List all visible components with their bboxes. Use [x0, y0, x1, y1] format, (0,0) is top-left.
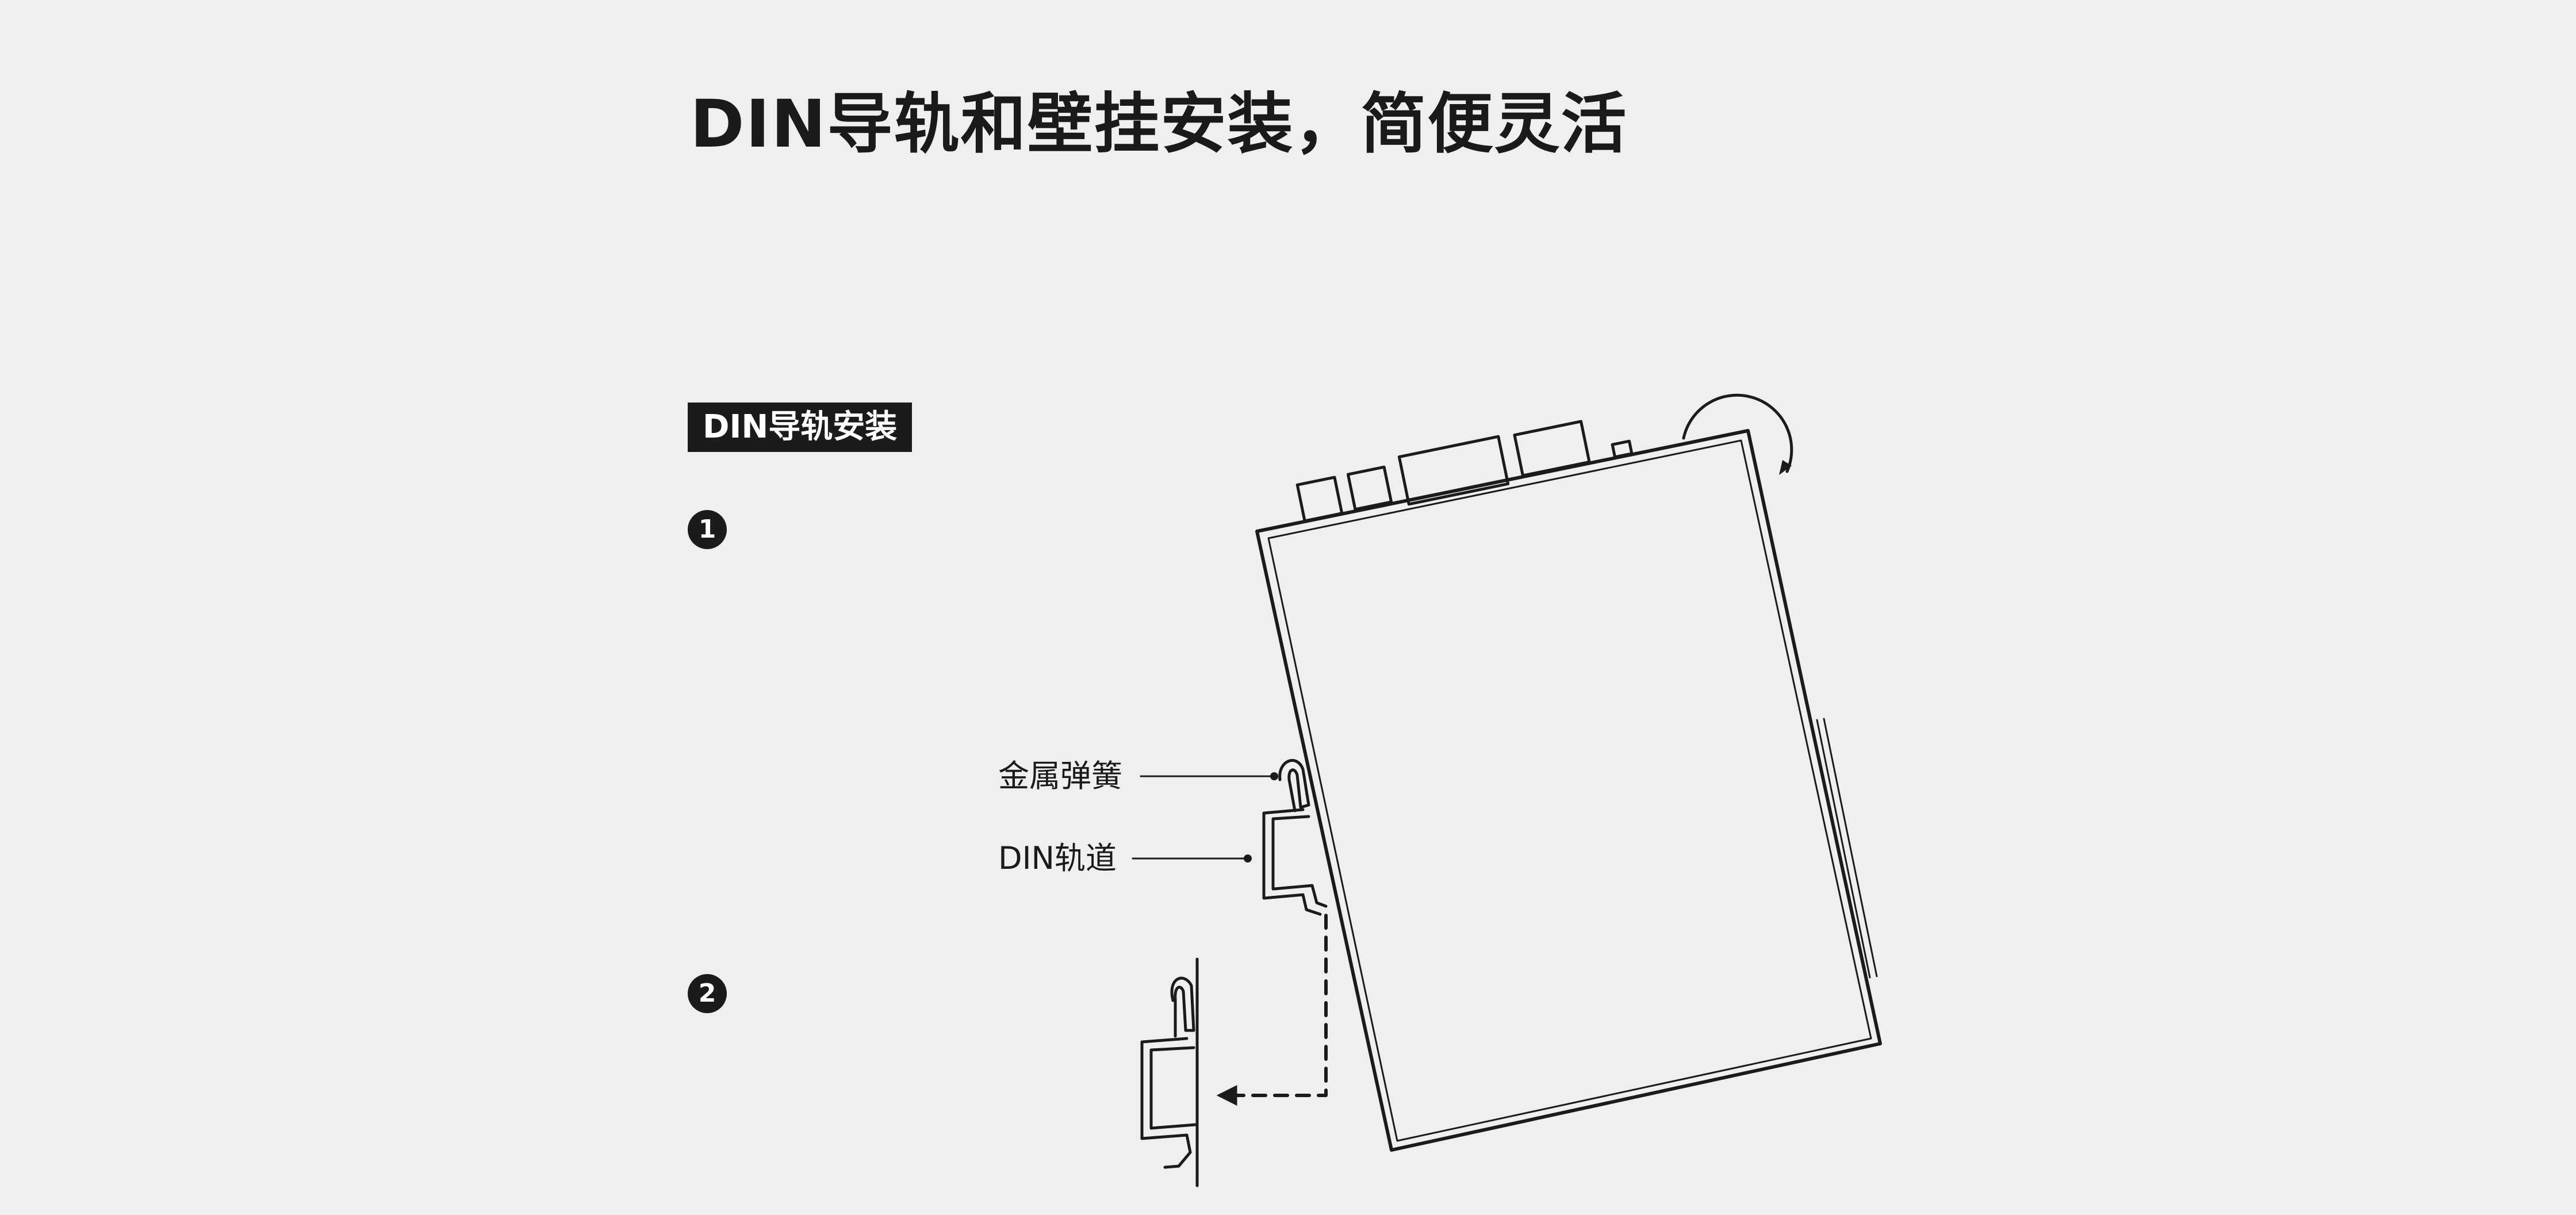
device-top-connectors [1295, 420, 1634, 523]
step-number-2: 2 [688, 974, 727, 1013]
callout-din-rail: DIN轨道 [998, 840, 1117, 876]
rotation-arrow-icon [1682, 393, 1793, 475]
reset-button [1611, 439, 1634, 459]
terminal-block-1 [1397, 435, 1510, 506]
mounted-rail-and-spring [1262, 758, 1328, 916]
detached-rail-profile [1140, 957, 1199, 1187]
rj45-port-1 [1295, 476, 1344, 523]
device-body [1255, 429, 1882, 1152]
terminal-block-2 [1513, 420, 1591, 477]
device-side-vents [1816, 718, 1878, 979]
step-number-1: 1 [688, 510, 727, 549]
page-title: DIN导轨和壁挂安装，简便灵活 [690, 86, 1628, 162]
movement-guide-arrow [1216, 914, 1328, 1106]
rj45-port-2 [1346, 465, 1393, 511]
callout-metal-spring: 金属弹簧 [998, 758, 1122, 794]
callout-leaders [1132, 772, 1278, 863]
section-badge-din-rail: DIN导轨安装 [688, 403, 913, 452]
